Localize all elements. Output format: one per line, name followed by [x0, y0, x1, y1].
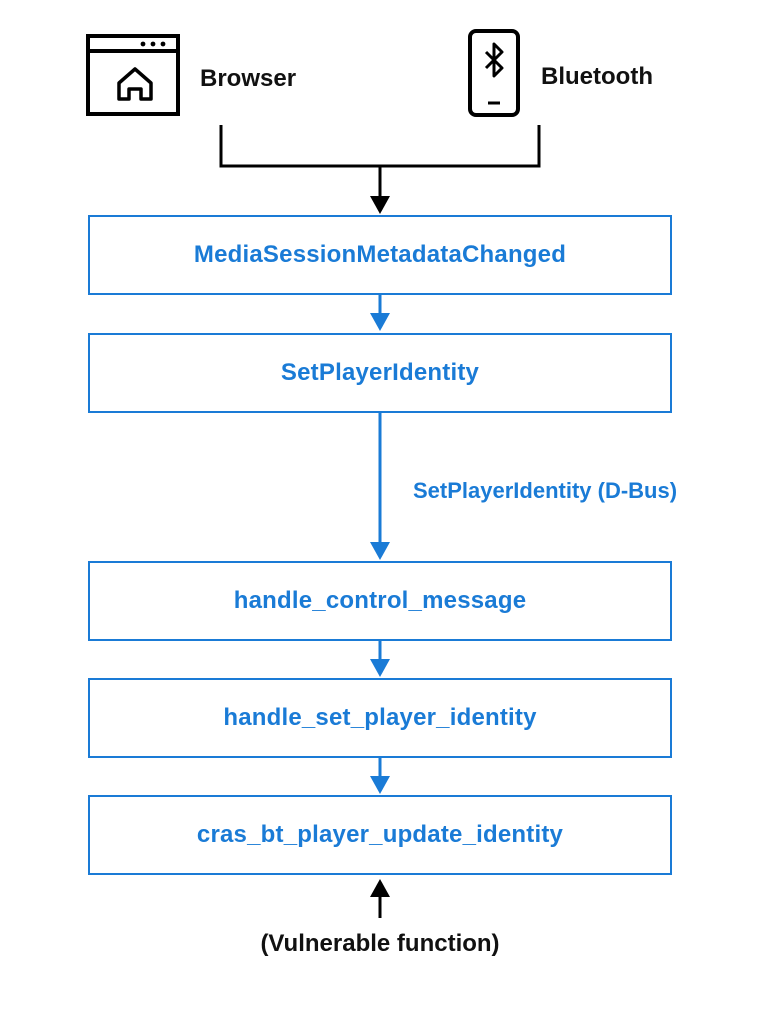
step4-to-step5-arrowhead [370, 776, 390, 794]
step2-to-step3-arrowhead [370, 542, 390, 560]
browser-label: Browser [200, 65, 297, 92]
step-handle-control-message: handle_control_message [88, 561, 672, 641]
step-handle-set-player-identity: handle_set_player_identity [88, 678, 672, 758]
step-label: cras_bt_player_update_identity [196, 821, 564, 848]
step-cras-bt-player-update-identity: cras_bt_player_update_identity [88, 795, 672, 875]
step-label: SetPlayerIdentity [280, 359, 480, 386]
bluetooth-label: Bluetooth [541, 63, 653, 90]
phone-bluetooth-icon [468, 29, 520, 117]
browser-window-home-icon [86, 34, 180, 116]
step-label: handle_control_message [233, 587, 527, 614]
step-media-session-metadata-changed: MediaSessionMetadataChanged [88, 215, 672, 295]
merge-to-step1-arrowhead [370, 196, 390, 214]
vulnerable-function-note: (Vulnerable function) [260, 930, 500, 957]
vulnerable-arrowhead [370, 879, 390, 897]
step1-to-step2-arrowhead [370, 313, 390, 331]
step-label: handle_set_player_identity [223, 704, 537, 731]
dbus-edge-label: SetPlayerIdentity (D-Bus) [413, 478, 678, 503]
source-merge-line [219, 125, 541, 168]
step-label: MediaSessionMetadataChanged [193, 241, 567, 268]
bluetooth-source [467, 28, 521, 123]
browser-source [85, 33, 181, 122]
step-set-player-identity: SetPlayerIdentity [88, 333, 672, 413]
step3-to-step4-arrowhead [370, 659, 390, 677]
